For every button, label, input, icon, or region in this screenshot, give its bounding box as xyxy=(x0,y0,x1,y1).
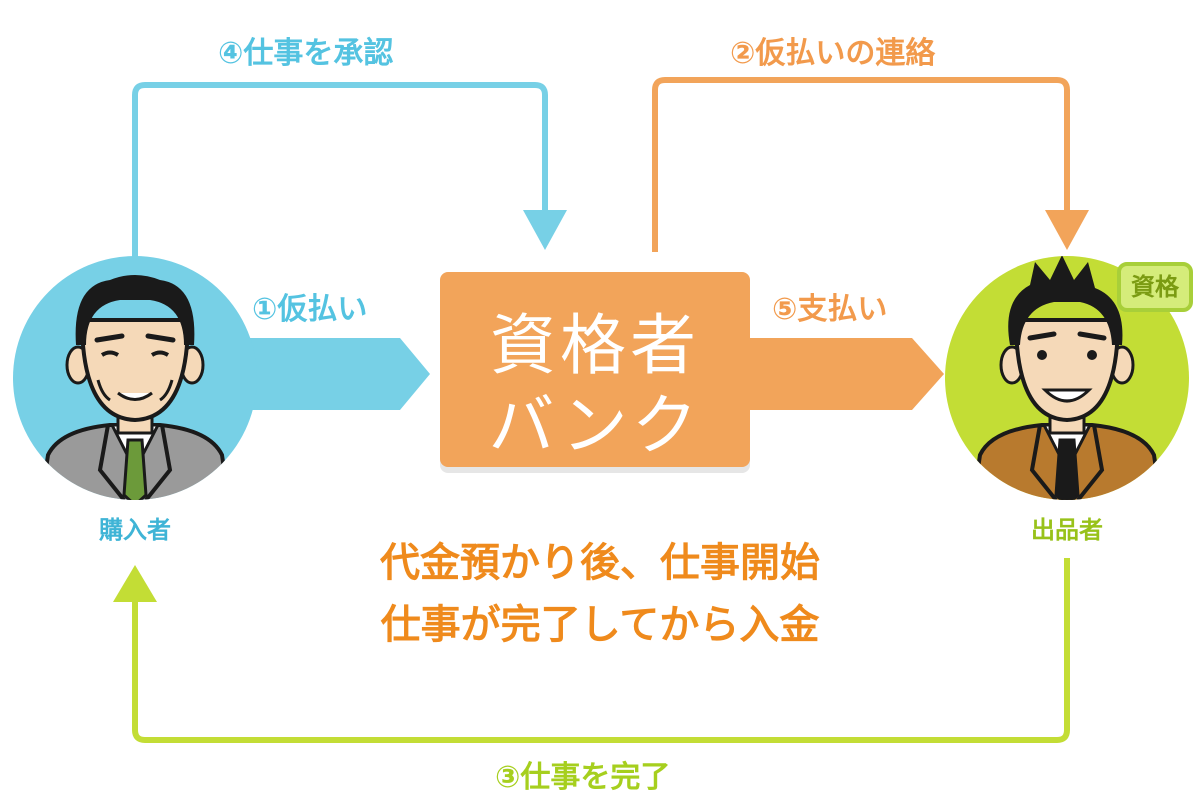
message-line1: 代金預かり後、仕事開始 xyxy=(380,540,820,586)
step-3-label: ③仕事を完了 xyxy=(495,760,671,795)
step-2-label: ②仮払いの連絡 xyxy=(730,36,936,71)
seller-label: 出品者 xyxy=(1031,516,1103,544)
buyer-avatar xyxy=(13,256,257,500)
step-1-label: ①仮払い xyxy=(252,292,368,327)
qualification-badge: 資格 xyxy=(1117,262,1193,312)
step-4-label: ④仕事を承認 xyxy=(218,36,394,71)
bank-logo: 資格者 バンク xyxy=(440,272,750,467)
approve-arrow-head xyxy=(523,210,567,250)
step-5-label: ⑤支払い xyxy=(772,292,888,327)
prepay-arrow xyxy=(200,338,430,410)
complete-arrow-line xyxy=(132,558,1070,743)
approve-arrow-line xyxy=(132,82,548,258)
notify-arrow-line xyxy=(652,77,1070,252)
complete-arrow-head xyxy=(113,565,157,602)
payment-arrow xyxy=(748,338,944,410)
bank-logo-line2: バンク xyxy=(488,387,702,464)
buyer-label: 購入者 xyxy=(99,516,171,544)
notify-arrow-head xyxy=(1045,210,1089,250)
message-line2: 仕事が完了してから入金 xyxy=(380,602,820,648)
bank-logo-line1: 資格者 xyxy=(490,307,700,384)
seller-avatar xyxy=(945,256,1189,500)
